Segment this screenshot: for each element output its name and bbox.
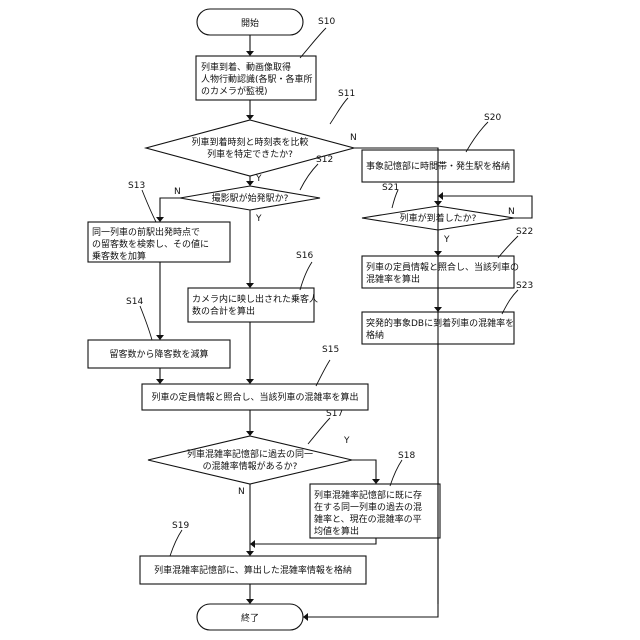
s17-line-1: 列車混雑率記憶部に過去の同一 — [187, 448, 313, 460]
label-s14: S14 — [126, 297, 143, 307]
label-s17: S17 — [326, 409, 343, 419]
s11-line-1: 列車到着時刻と時刻表を比較 — [191, 136, 308, 148]
label-s10: S10 — [318, 17, 335, 27]
label-s23: S23 — [516, 281, 533, 291]
s13-line-3: 乗客数を加算 — [92, 250, 146, 262]
s21-yes-marker: Y — [443, 235, 450, 245]
label-s16: S16 — [296, 251, 313, 261]
label-s11: S11 — [338, 89, 355, 99]
s19-text: 列車混雑率記憶部に、算出した混雑率情報を格納 — [154, 564, 352, 576]
s22-line-1: 列車の定員情報と照合し、当該列車の — [366, 261, 519, 273]
s18-line-1: 列車混雑率記憶部に既に存 — [314, 489, 422, 501]
s22-line-2: 混雑率を算出 — [366, 273, 420, 285]
s12-no-marker: N — [174, 187, 181, 197]
s12-yes-marker: Y — [255, 214, 262, 224]
s21-no-marker: N — [508, 207, 515, 217]
s11-no-marker: N — [350, 133, 357, 143]
s10-line-2: 人物行動認識(各駅・各車所 — [201, 73, 313, 85]
s17-decision — [148, 436, 352, 484]
start-label: 開始 — [241, 17, 259, 29]
s13-line-1: 同一列車の前駅出発時点で — [92, 226, 200, 238]
s17-yes-marker: Y — [343, 436, 350, 446]
s14-text: 留客数から降客数を減算 — [109, 348, 208, 360]
s11-line-2: 列車を特定できたか? — [207, 148, 293, 160]
s17-line-2: の混雑率情報があるか? — [203, 460, 298, 472]
s23-line-2: 格納 — [366, 329, 384, 341]
s12-text: 撮影駅が始発駅か? — [212, 192, 289, 204]
label-s20: S20 — [484, 113, 501, 123]
label-s18: S18 — [398, 451, 415, 461]
end-label: 終了 — [241, 612, 259, 624]
s18-line-4: 均値を算出 — [314, 525, 359, 537]
label-s15: S15 — [322, 345, 339, 355]
s15-text: 列車の定員情報と照合し、当該列車の混雑率を算出 — [151, 391, 358, 403]
s18-line-2: 在する同一列車の過去の混 — [314, 501, 422, 513]
s23-line-1: 突発的事象DBに到着列車の混雑率を — [366, 317, 514, 329]
label-s12: S12 — [316, 155, 333, 165]
s16-line-2: 数の合計を算出 — [192, 305, 255, 317]
s18-line-3: 雑率と、現在の混雑率の平 — [314, 513, 422, 525]
s11-decision — [146, 120, 354, 176]
s13-line-2: の留客数を検索し、その値に — [92, 238, 209, 250]
s17-no-marker: N — [238, 487, 245, 497]
s21-text: 列車が到着したか? — [400, 212, 477, 224]
label-s22: S22 — [516, 227, 533, 237]
s20-text: 事象記憶部に時間帯・発生駅を格納 — [366, 160, 510, 172]
label-s21: S21 — [382, 183, 399, 193]
label-s19: S19 — [172, 521, 189, 531]
label-s13: S13 — [128, 181, 145, 191]
s16-line-1: カメラ内に映し出された乗客人 — [192, 293, 318, 305]
s10-line-1: 列車到着、動画像取得 — [201, 61, 291, 73]
s11-yes-marker: Y — [255, 174, 262, 184]
s10-line-3: のカメラが監視) — [201, 85, 268, 97]
